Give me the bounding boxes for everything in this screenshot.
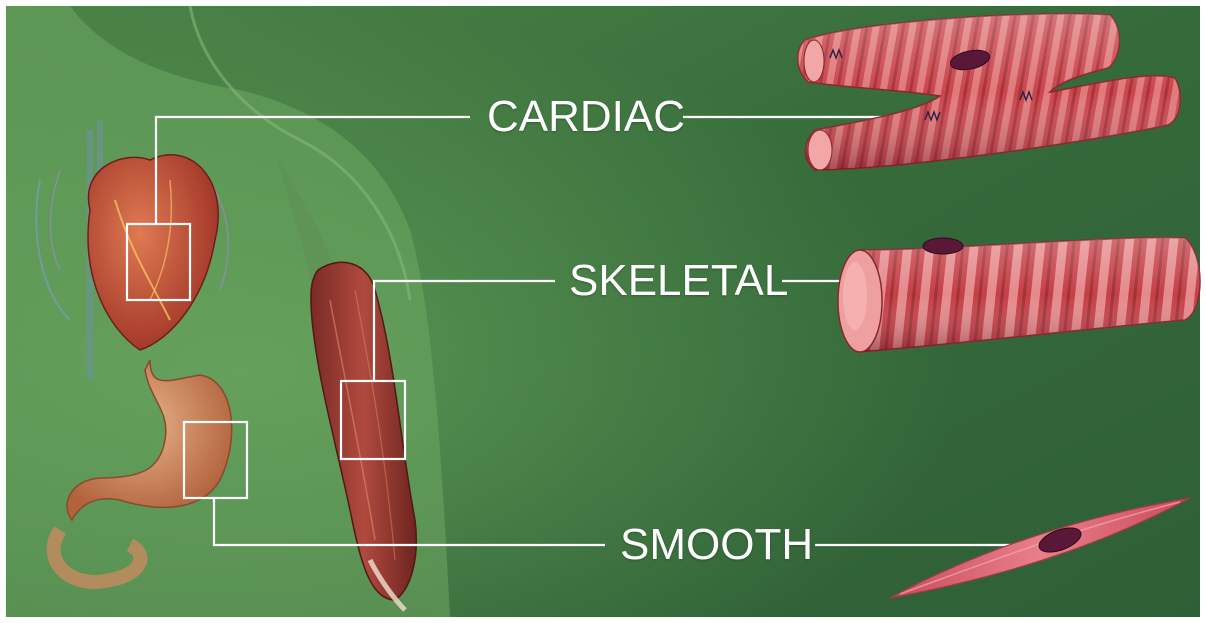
- cardiac-label: CARDIAC: [487, 95, 685, 139]
- skeletal-label: SKELETAL: [569, 259, 788, 303]
- skeletal-nucleus: [923, 238, 963, 254]
- smooth-label: SMOOTH: [620, 523, 813, 567]
